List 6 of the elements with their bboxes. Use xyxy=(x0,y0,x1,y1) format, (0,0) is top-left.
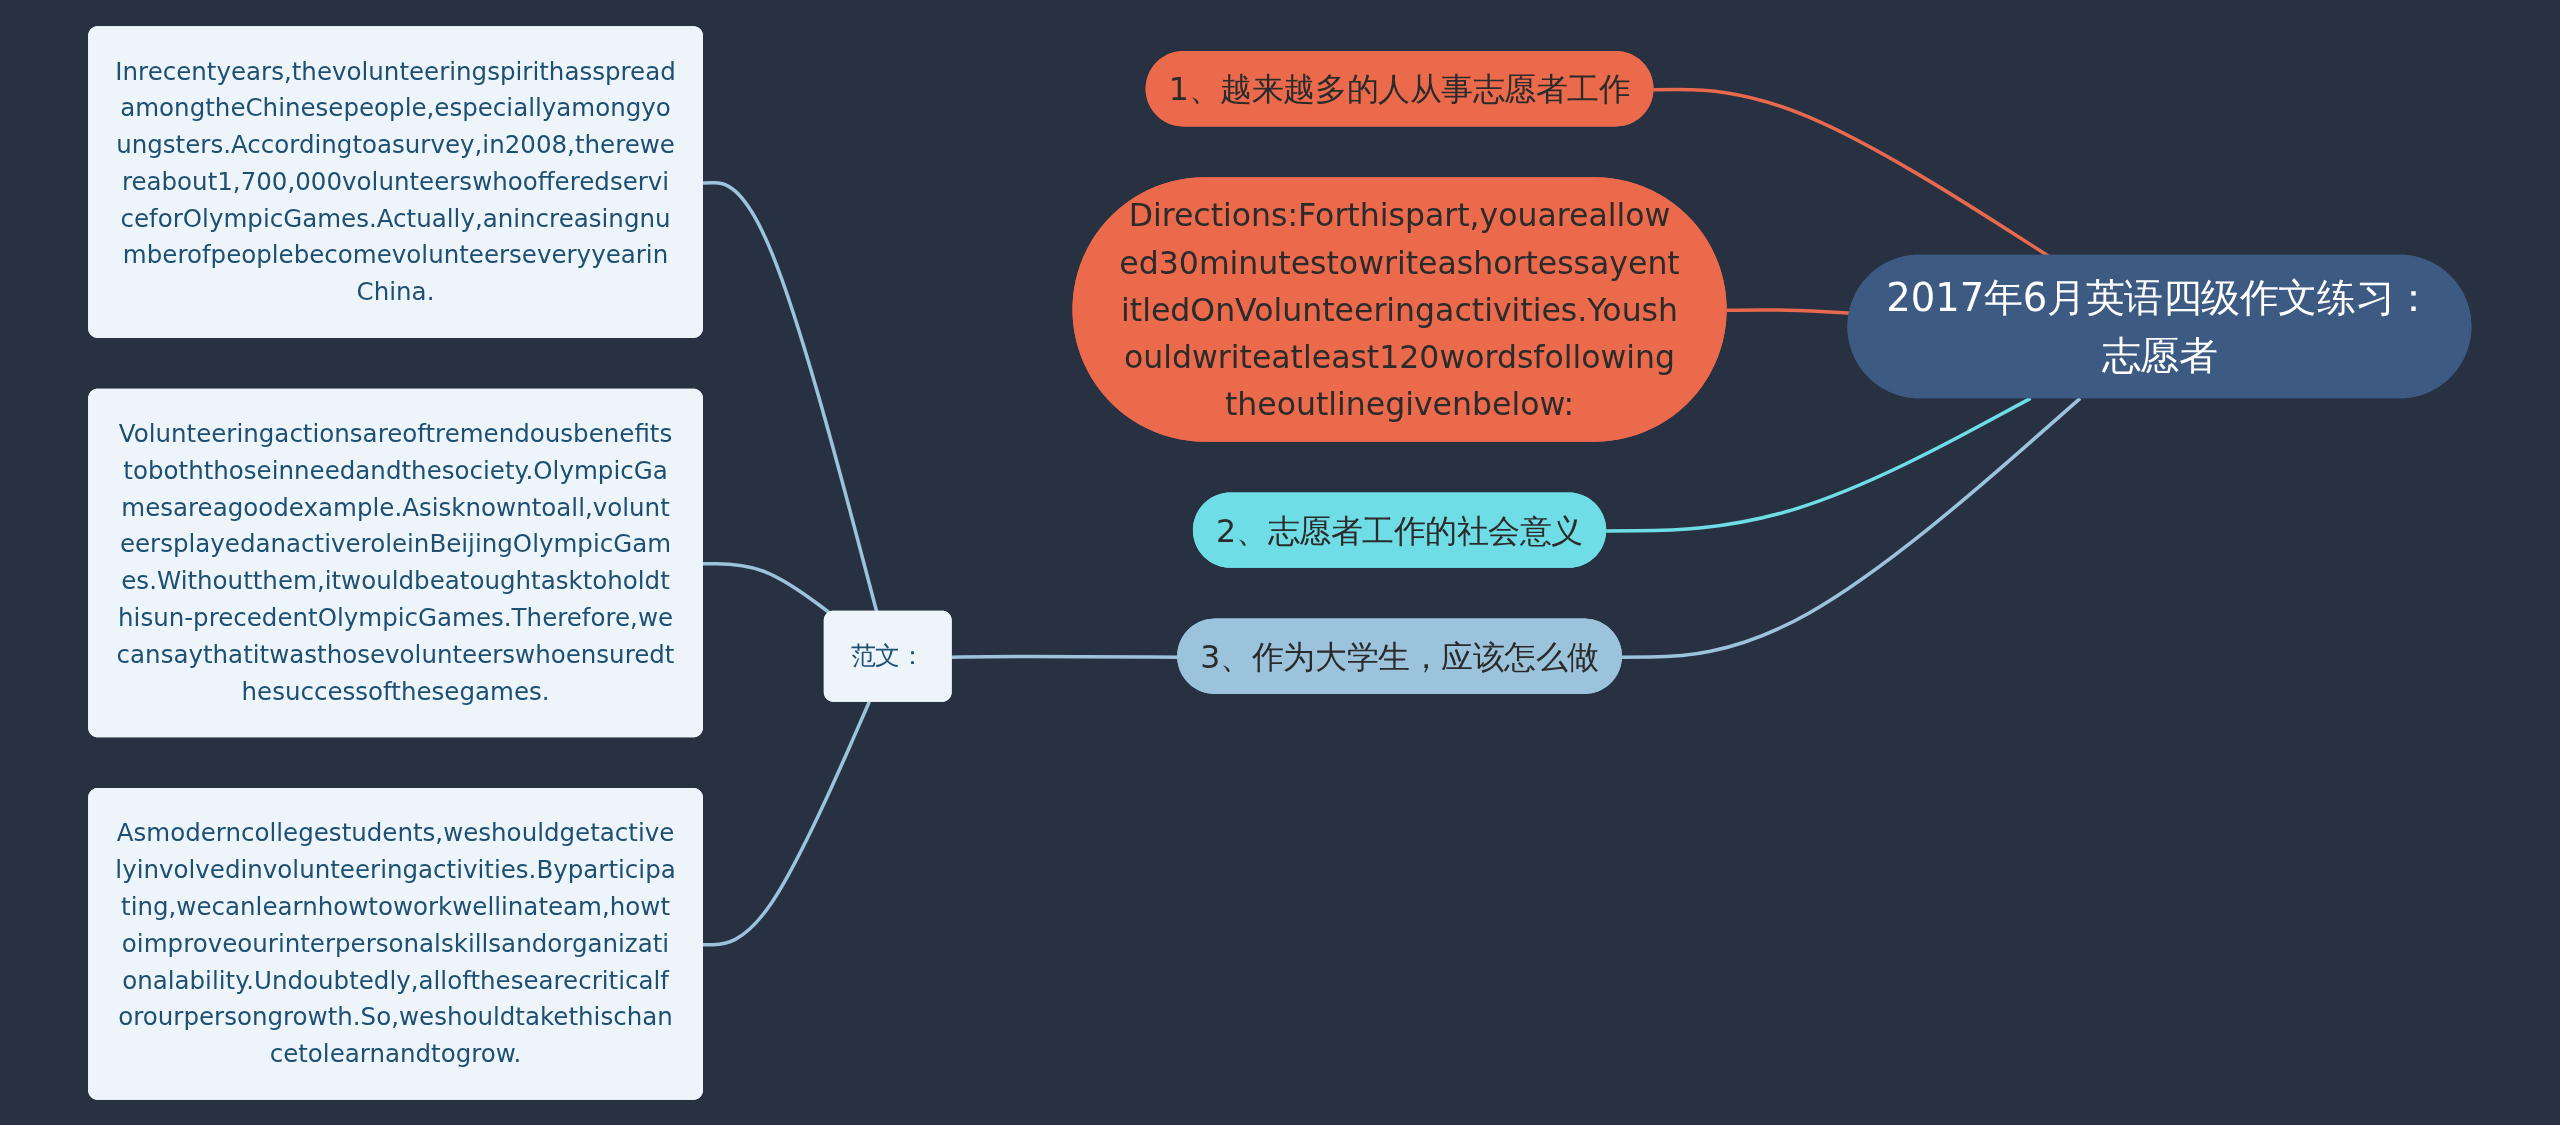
connector xyxy=(703,700,872,947)
connector xyxy=(1606,396,2032,533)
connector xyxy=(703,180,879,613)
connector xyxy=(1622,396,2082,659)
connector xyxy=(1726,307,1851,315)
connector xyxy=(703,561,832,615)
